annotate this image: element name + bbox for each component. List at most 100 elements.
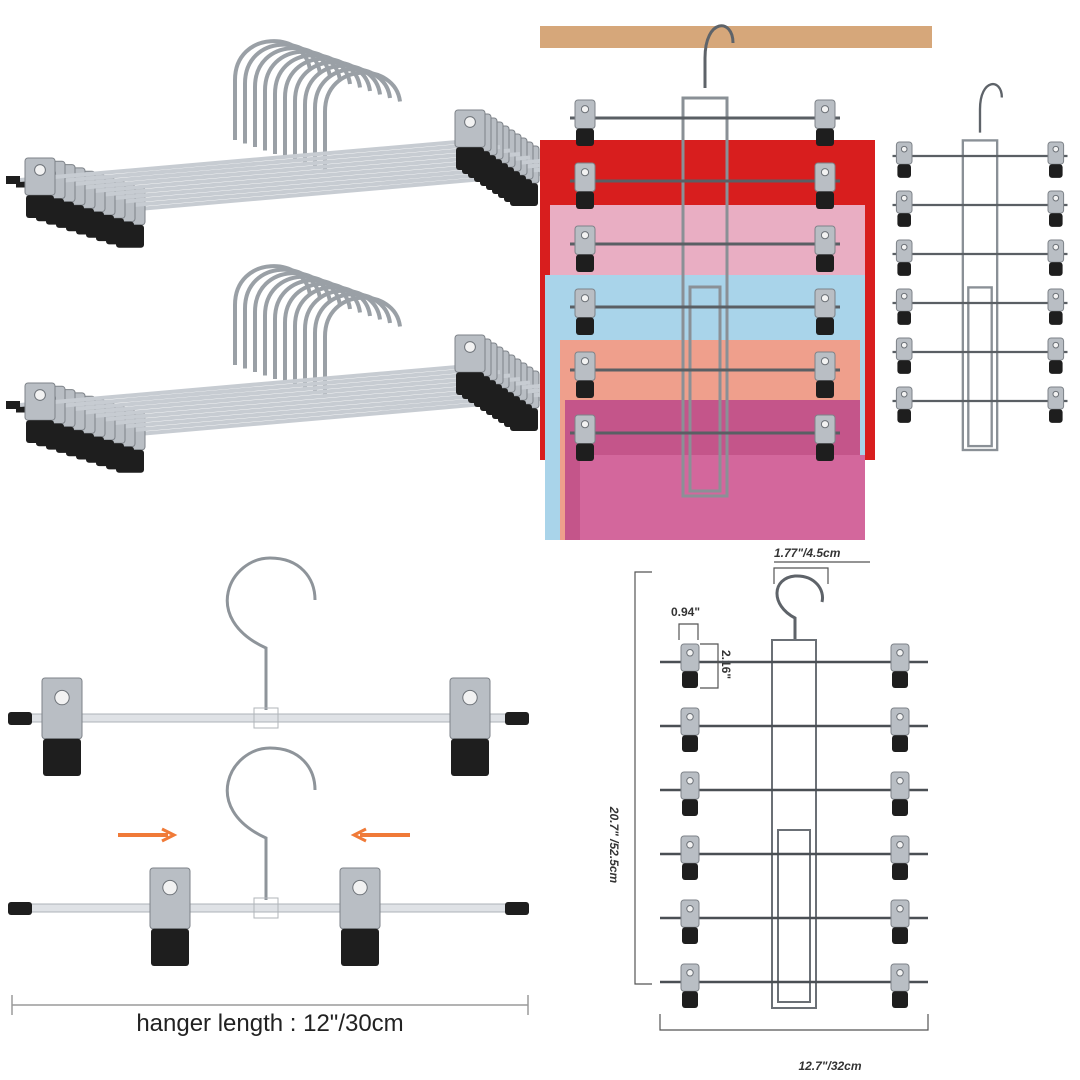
rod-bracket [253, 897, 279, 919]
wooden-rod [540, 26, 932, 48]
tier-clip-right [814, 225, 836, 272]
tier-clip-right [814, 99, 836, 146]
tier-clip-right [1047, 288, 1065, 325]
right-clip [339, 867, 381, 966]
rod [49, 373, 511, 418]
tier-clip-left [574, 288, 596, 335]
tier-clip-right [1047, 190, 1065, 227]
tier-clip-right [814, 351, 836, 398]
single-hanger-illustration [8, 556, 529, 1015]
clip-height-label: 2.16" [719, 650, 733, 679]
left-clip [41, 677, 83, 776]
rod [29, 366, 491, 411]
rod [69, 155, 531, 200]
tiered-hanger-outline [660, 574, 928, 1009]
tier-clip-left [680, 771, 700, 816]
tiered-hanger-photo [540, 24, 1080, 540]
tier-clip-right [1047, 239, 1065, 276]
inner-frame [967, 286, 993, 448]
end-cap-right [505, 712, 529, 725]
hanger-clips-narrow [8, 746, 529, 966]
hook [243, 42, 322, 144]
dimension-lines [634, 561, 929, 1031]
rod [49, 148, 511, 193]
rod [19, 138, 481, 182]
total-height-bracket [634, 571, 652, 985]
rod-bracket [253, 707, 279, 729]
stacked-hangers-panel [0, 0, 540, 540]
top-width-label: 1.77"/4.5cm [774, 546, 841, 560]
top-width-bracket [773, 567, 829, 584]
inner-frame [688, 285, 722, 493]
right-clip [454, 109, 486, 170]
tier-clip-left [895, 288, 913, 325]
tier-clip-left [680, 899, 700, 944]
rod [14, 713, 516, 723]
total-width-bracket [659, 1014, 929, 1031]
rod [59, 377, 521, 421]
tier-clip-right [890, 963, 910, 1008]
hook [253, 271, 332, 372]
tier-clip-right [1047, 141, 1065, 178]
left-clip [24, 382, 56, 443]
end-cap-left [8, 712, 32, 725]
arrow-right-icon [118, 827, 178, 843]
total-height-label: 20.7" /52.5cm [607, 806, 621, 884]
frame [771, 639, 817, 1009]
left-clip [24, 157, 56, 218]
hanger-stack [6, 39, 540, 248]
dimension-diagram-panel: 1.77"/4.5cm 0.94" 2.16" 20.7" /52.5cm 12… [540, 540, 1080, 1080]
rod [69, 380, 531, 425]
hanger-clips-wide [8, 556, 529, 776]
clip-width-bracket [678, 623, 699, 640]
tier-clip-right [890, 643, 910, 688]
tier-clip-left [680, 707, 700, 752]
dimension-diagram: 1.77"/4.5cm 0.94" 2.16" 20.7" /52.5cm 12… [607, 546, 929, 1073]
tier-clip-left [574, 99, 596, 146]
hook [233, 39, 312, 140]
arrow-left-icon [350, 827, 410, 843]
single-hanger-panel: hanger length : 12"/30cm [0, 540, 540, 1080]
inner-frame [777, 829, 811, 1003]
hook [263, 274, 342, 376]
tier-clip-left [574, 162, 596, 209]
stacked-hangers-illustration [6, 39, 540, 473]
rod [39, 370, 501, 414]
tier-clip-right [1047, 386, 1065, 423]
tier-clip-right [814, 288, 836, 335]
tier-clip-right [890, 707, 910, 752]
left-clip [149, 867, 191, 966]
tier-clip-left [574, 414, 596, 461]
tier-clip-right [1047, 337, 1065, 374]
clip-height-bracket [700, 643, 719, 689]
total-width-label: 12.7"/32cm [798, 1059, 861, 1073]
tier-clip-left [680, 643, 700, 688]
rod [19, 363, 481, 407]
tiered-hanger-empty [892, 82, 1068, 452]
end-cap [6, 401, 20, 409]
clip-width-label: 0.94" [671, 605, 700, 619]
tier-clip-left [895, 239, 913, 276]
frame [681, 96, 729, 498]
tier-clip-left [680, 835, 700, 880]
rod [29, 141, 491, 186]
hook [225, 746, 317, 900]
rod [39, 145, 501, 189]
end-cap [16, 404, 30, 413]
tier-clip-left [680, 963, 700, 1008]
tier-clip-left [895, 141, 913, 178]
rod [14, 903, 516, 913]
tier-clip-right [814, 414, 836, 461]
tier-clip-right [890, 771, 910, 816]
hook [703, 24, 735, 88]
tier-clip-left [895, 337, 913, 374]
hook [243, 267, 322, 369]
tier-clip-right [814, 162, 836, 209]
right-clip [454, 334, 486, 395]
hanger-length-label: hanger length : 12"/30cm [136, 1010, 404, 1037]
tier-clip-left [574, 225, 596, 272]
tier-clip-right [890, 899, 910, 944]
rod [59, 152, 521, 196]
right-clip [449, 677, 491, 776]
tiered-hanger-with-skirts [570, 24, 840, 498]
